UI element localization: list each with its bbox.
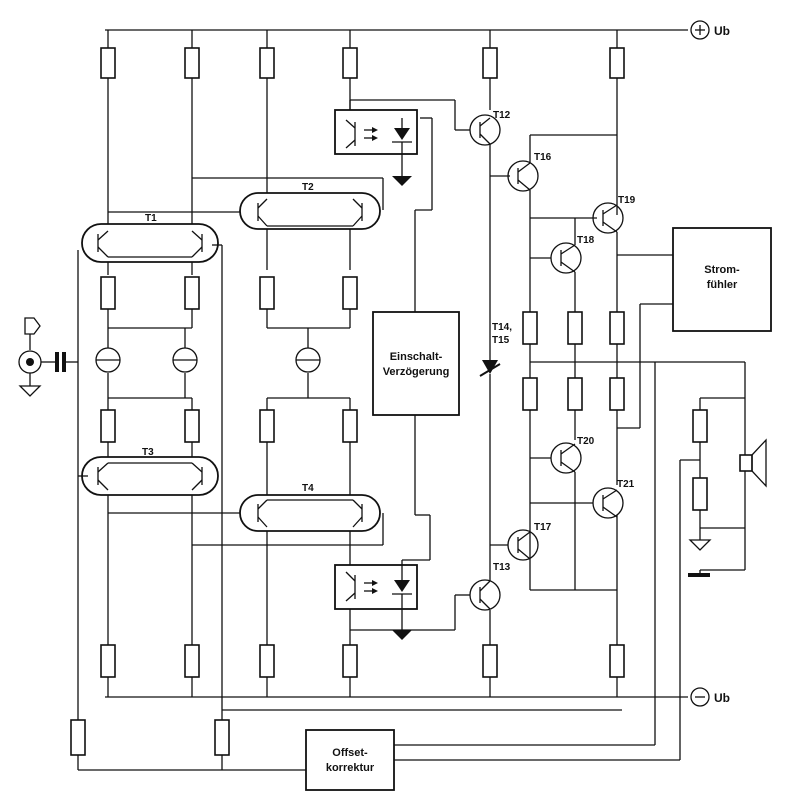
t3-label: T3 [142, 447, 154, 458]
transistor-pair-t1: T1 [81, 211, 240, 275]
offset-correction-block: Offset- korrektur [70, 244, 680, 791]
transistor-pair-t2: T2 [192, 177, 384, 270]
output-stage: T16 T19 T18 T20 [490, 134, 745, 591]
transistor-pair-t4: T4 [108, 483, 384, 640]
offset-label-line1: Offset- [332, 747, 368, 759]
t16-label: T16 [534, 152, 552, 163]
delay-label-line2: Verzögerung [383, 366, 450, 378]
emitter-resistors-upper [100, 276, 358, 329]
sensor-label-line2: fühler [707, 279, 738, 291]
t19-label: T19 [618, 195, 636, 206]
driver-transistors: T12 T13 T14, T15 [469, 110, 512, 611]
t2-label: T2 [302, 182, 314, 193]
transistor-pair-t3: T3 [78, 447, 219, 640]
t14-label: T14, [492, 322, 512, 333]
positive-rail: Ub [105, 20, 730, 40]
current-sensor-block: Strom- fühler [617, 227, 772, 429]
delay-label-line1: Einschalt- [390, 351, 443, 363]
speaker-output [679, 362, 767, 760]
t4-label: T4 [302, 483, 314, 494]
current-sources [95, 328, 350, 399]
t18-label: T18 [577, 235, 595, 246]
t15-label: T15 [492, 335, 510, 346]
bottom-resistors [100, 515, 625, 697]
sensor-label-line1: Strom- [704, 264, 740, 276]
optocoupler-top [334, 99, 470, 312]
power-on-delay-block: Einschalt- Verzögerung [372, 311, 460, 416]
negative-rail: Ub [105, 687, 730, 707]
optocoupler-bottom [334, 415, 470, 640]
top-resistors [100, 30, 625, 243]
t12-label: T12 [493, 110, 511, 121]
t1-label: T1 [145, 213, 157, 224]
t17-label: T17 [534, 522, 552, 533]
t13-label: T13 [493, 562, 511, 573]
input-connector [18, 250, 79, 480]
t21-label: T21 [617, 479, 635, 490]
offset-label-line2: korrektur [326, 762, 375, 774]
negative-rail-label: Ub [714, 691, 730, 705]
positive-rail-label: Ub [714, 24, 730, 38]
t20-label: T20 [577, 436, 595, 447]
